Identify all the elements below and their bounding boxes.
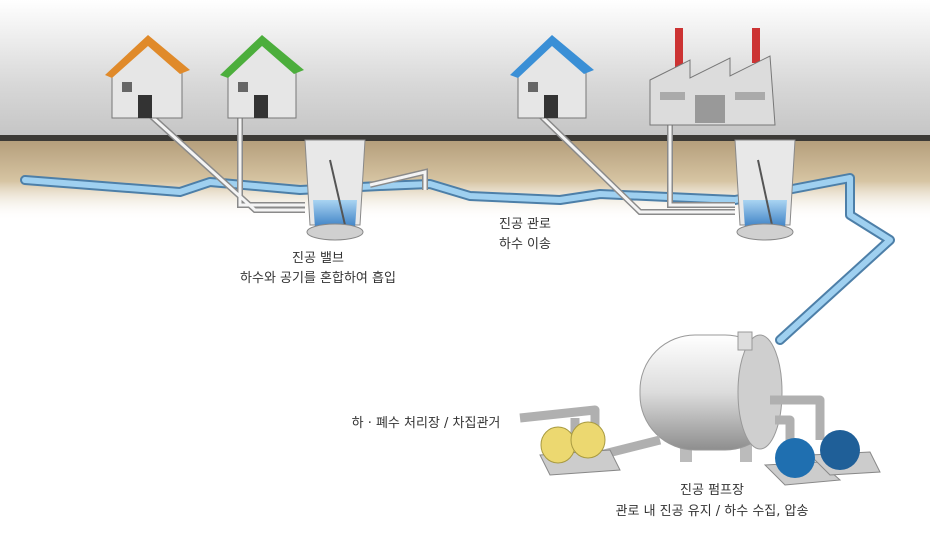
vacuum-pipe-title: 진공 관로 (499, 217, 551, 232)
vacuum-valve-pit-right (734, 139, 796, 241)
vacuum-valve-desc: 하수와 공기를 혼합하여 흡입 (240, 271, 396, 286)
pump-station-title: 진공 펌프장 (680, 483, 744, 498)
watermark-line2: EnTech (443, 277, 513, 301)
house-green-roof (220, 35, 304, 119)
vacuum-valve-pit-left (304, 139, 366, 241)
factory (649, 28, 776, 126)
treatment-plant-label: 하 · 폐수 처리장 / 차집관거 (352, 416, 501, 431)
watermark-line1: coway (420, 245, 516, 280)
vacuum-tank (639, 331, 783, 462)
discharge-pumps-yellow (539, 421, 621, 476)
gravel-surface (0, 135, 930, 141)
vacuum-valve-title: 진공 밸브 (292, 251, 344, 266)
house-orange-roof (105, 35, 190, 119)
house-blue-roof (510, 35, 594, 119)
vacuum-pipe-desc: 하수 이송 (499, 237, 551, 252)
pump-station-desc: 관로 내 진공 유지 / 하수 수집, 압송 (616, 504, 809, 519)
vacuum-pumps-blue (763, 430, 881, 486)
